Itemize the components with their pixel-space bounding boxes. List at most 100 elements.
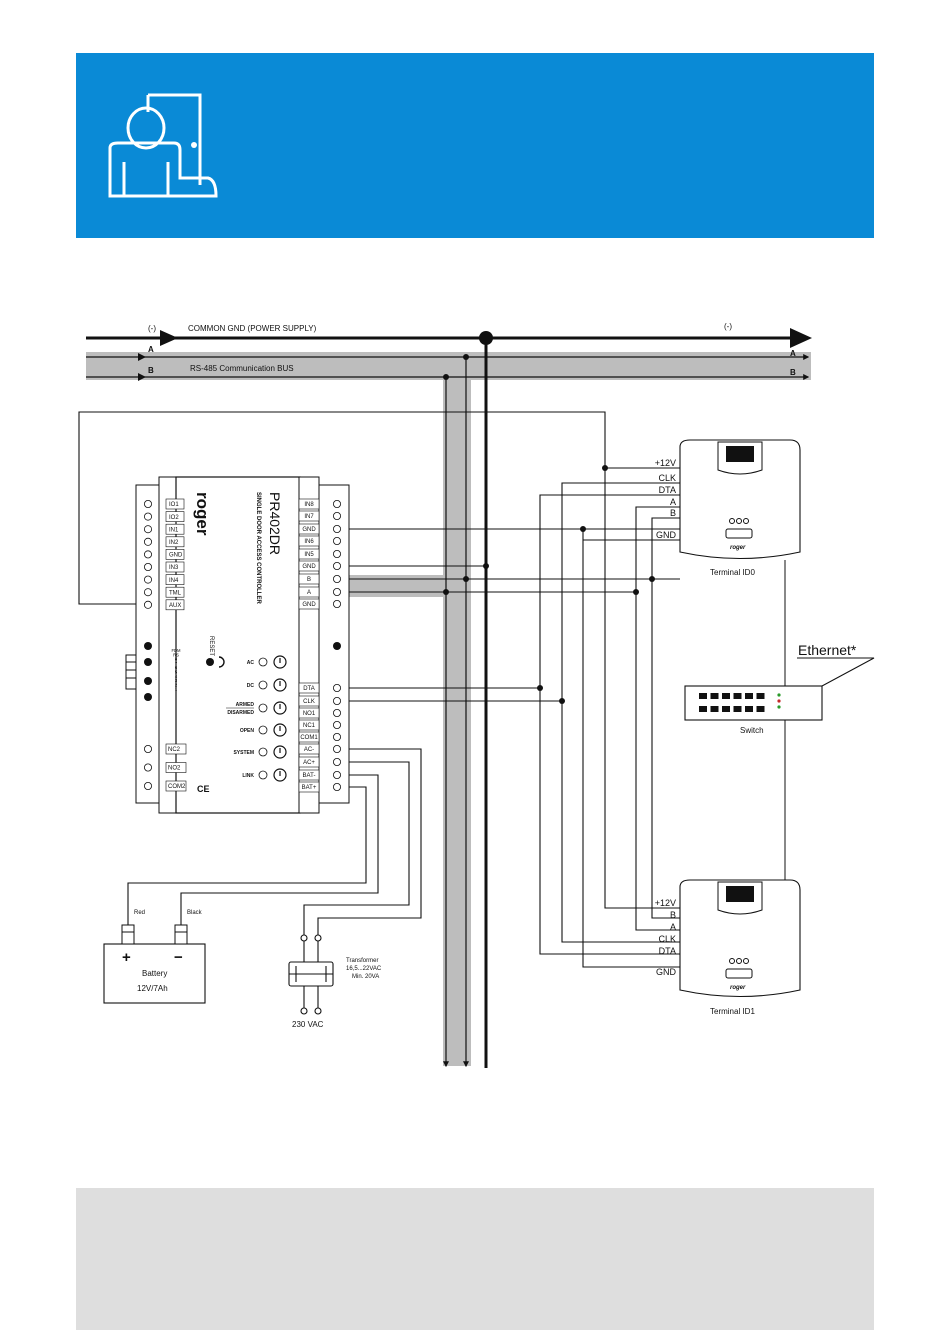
mount-dot	[144, 658, 152, 666]
switch-port	[699, 706, 707, 712]
controller-terminal-screw	[332, 588, 341, 597]
gnd-bus-label: COMMON GND (POWER SUPPLY)	[188, 324, 317, 333]
terminal-id0-brand: roger	[730, 545, 746, 551]
indicator-label: LINK	[242, 773, 254, 779]
controller-terminal-label: IN8	[304, 502, 314, 508]
controller-terminal-screw	[332, 697, 341, 706]
rs485-vertical-band	[443, 366, 471, 1066]
indicator-label: SYSTEM	[233, 750, 254, 756]
controller-terminal-label: IN3	[169, 565, 179, 571]
switch-port	[756, 706, 765, 712]
controller-terminal-screw	[143, 782, 152, 791]
controller-terminal-screw	[143, 550, 152, 559]
indicator-icon	[273, 768, 287, 782]
controller-terminal-label: TML	[169, 590, 182, 596]
dip-label: 3	[175, 678, 178, 683]
controller-terminal-label: A	[307, 590, 311, 596]
reset-button[interactable]	[206, 658, 214, 666]
controller-terminal-label: AC-	[304, 747, 314, 753]
dip-label: 8	[175, 657, 178, 662]
mount-dot	[333, 642, 341, 650]
indicator-icon	[273, 745, 287, 759]
controller-terminal-screw	[332, 537, 341, 546]
controller-terminal-screw	[332, 562, 341, 571]
controller-terminal-label: IN2	[169, 540, 179, 546]
controller-terminal-label: IN5	[304, 552, 314, 558]
controller-terminal-screw	[143, 537, 152, 546]
indicator-label: AC	[247, 660, 255, 666]
battery	[103, 924, 206, 1004]
mount-dot	[144, 677, 152, 685]
terminal-id0-name: Terminal ID0	[710, 568, 755, 577]
dip-label: 1	[175, 687, 178, 692]
controller-terminal-label: IN6	[304, 539, 314, 545]
reset-icon	[218, 656, 225, 668]
terminal-id1-name: Terminal ID1	[710, 1007, 755, 1016]
controller-terminal-screw	[143, 525, 152, 534]
bus-a-label-left: A	[148, 345, 154, 354]
transformer-voltage: 16,5...22VAC	[346, 966, 382, 972]
switch-port	[745, 706, 753, 712]
indicator-label: DISARMED	[227, 710, 254, 716]
switch-port	[710, 693, 719, 699]
switch-port	[710, 706, 719, 712]
gnd-neg-left: (-)	[148, 324, 156, 333]
transformer	[288, 934, 334, 1015]
gnd-arrow-left	[160, 330, 178, 346]
controller-terminal-screw	[332, 575, 341, 584]
switch-port	[722, 693, 730, 699]
controller-terminal-label: GND	[302, 602, 316, 608]
indicator-label: OPEN	[240, 728, 255, 734]
controller-terminal-screw	[332, 733, 341, 742]
controller-terminal-screw	[143, 745, 152, 754]
ce-mark: CE	[197, 784, 210, 794]
wire-label: DTA	[659, 946, 676, 956]
indicator-icon	[273, 678, 287, 692]
controller-terminal-screw	[332, 499, 341, 508]
controller-subtitle: SINGLE DOOR ACCESS CONTROLLER	[255, 492, 261, 604]
controller-terminal-label: NO1	[303, 711, 316, 717]
network-switch	[684, 685, 823, 721]
mains-label: 230 VAC	[292, 1020, 324, 1029]
controller-terminal-screw	[332, 721, 341, 730]
controller-model: PR402DR	[267, 492, 283, 555]
dip-label: 2	[175, 682, 178, 687]
gnd-arrow-right	[790, 328, 812, 348]
switch-port	[733, 706, 742, 712]
wire-label: GND	[656, 530, 677, 540]
controller-terminal-screw	[143, 600, 152, 609]
controller-terminal-screw	[332, 600, 341, 609]
controller-wiring	[78, 411, 680, 968]
controller-terminal-label: CLK	[303, 699, 315, 705]
mount-dot	[144, 642, 152, 650]
reset-label: RESET	[208, 636, 214, 656]
controller-bus-band	[336, 575, 471, 597]
dip-label: 7	[175, 661, 178, 666]
indicator-led	[258, 725, 268, 735]
controller-left-screws	[143, 499, 152, 791]
switch-port	[745, 693, 753, 699]
wire-label: CLK	[658, 934, 676, 944]
controller-terminal-label: NO2	[168, 766, 181, 772]
battery-red-label: Red	[134, 910, 145, 916]
controller-terminal-label: GND	[302, 564, 316, 570]
controller-terminal-label: NC1	[303, 723, 316, 729]
wire-label: A	[670, 497, 676, 507]
controller-terminal-screw	[143, 563, 152, 572]
controller-terminal-screw	[143, 499, 152, 508]
wire-junctions	[443, 465, 655, 704]
controller-terminal-label: B	[307, 577, 311, 583]
dip-label: 5	[175, 670, 178, 675]
dip-label: 4	[175, 674, 178, 679]
controller-terminal-screw	[143, 512, 152, 521]
controller-terminal-screw	[143, 763, 152, 772]
battery-name: Battery	[142, 969, 167, 978]
controller-brand: roger	[193, 492, 212, 536]
controller-terminal-screw	[332, 525, 341, 534]
controller-terminal-label: IN1	[169, 527, 179, 533]
controller-terminal-label: BAT-	[303, 773, 316, 779]
ethernet-label: Ethernet*	[798, 642, 857, 658]
controller-terminal-screw	[143, 575, 152, 584]
